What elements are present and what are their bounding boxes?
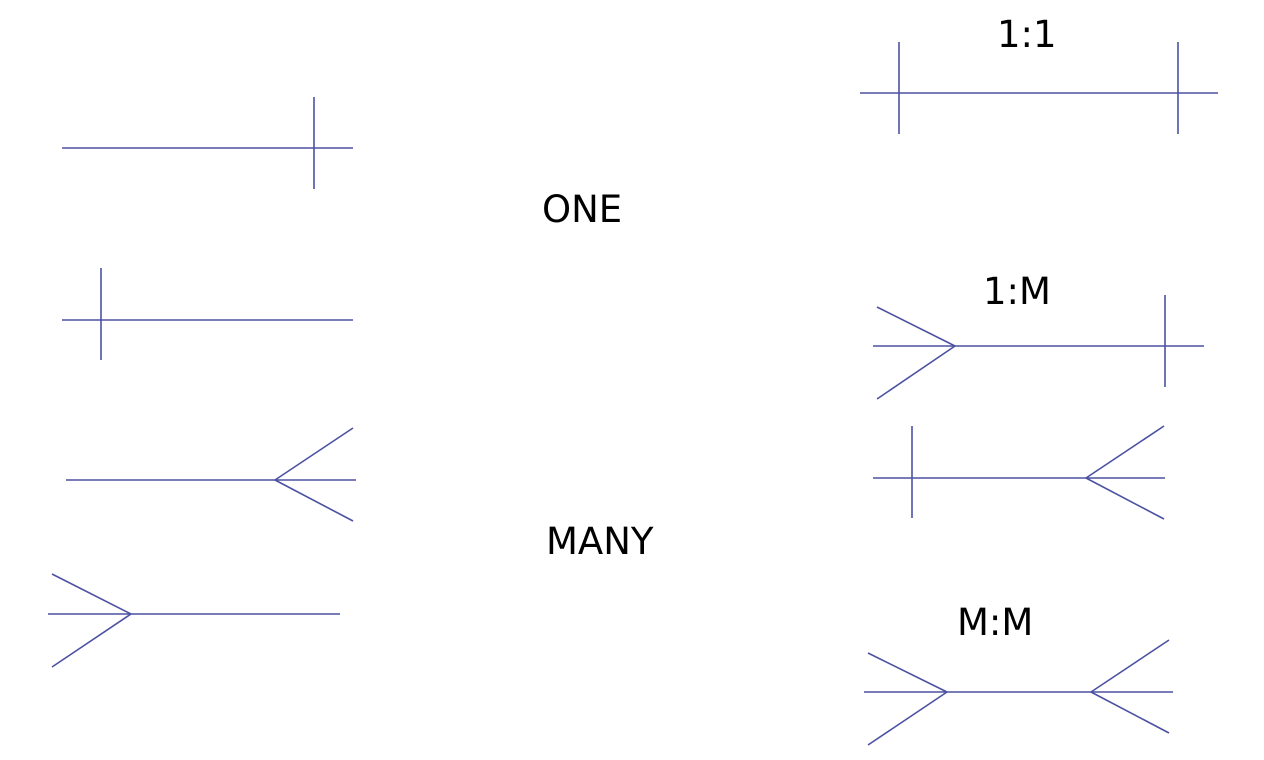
crowfoot-prong-lower <box>274 479 354 522</box>
crowfoot-prong-lower <box>1085 477 1165 520</box>
crowfoot-prong-lower <box>876 345 956 400</box>
crowfoot-prong-upper <box>51 573 132 615</box>
one-to-many-connector <box>873 295 1204 400</box>
many-to-one-connector <box>873 425 1165 520</box>
one-notation-right <box>62 97 353 189</box>
one-notation-left <box>62 268 353 360</box>
crowfoot-right-prong-lower <box>1090 691 1170 734</box>
crowfoot-left-prong-upper <box>867 652 948 693</box>
one-to-one-connector <box>860 42 1218 134</box>
many-to-many-label: M:M <box>957 601 1033 644</box>
one-to-many-label: 1:M <box>983 270 1051 313</box>
many-label: MANY <box>546 520 654 563</box>
one-label: ONE <box>542 188 622 231</box>
crowfoot-prong-lower <box>51 613 132 668</box>
many-to-many-connector <box>864 639 1173 746</box>
crowfoot-prong-upper <box>274 427 354 481</box>
crowfoot-left-prong-lower <box>867 691 948 746</box>
one-to-one-label: 1:1 <box>997 13 1057 56</box>
crowfoot-prong-upper <box>876 306 956 347</box>
many-notation-left <box>48 573 340 668</box>
crowfoot-prong-upper <box>1085 425 1165 479</box>
crowfoot-right-prong-upper <box>1090 639 1170 693</box>
many-notation-right <box>66 427 356 522</box>
